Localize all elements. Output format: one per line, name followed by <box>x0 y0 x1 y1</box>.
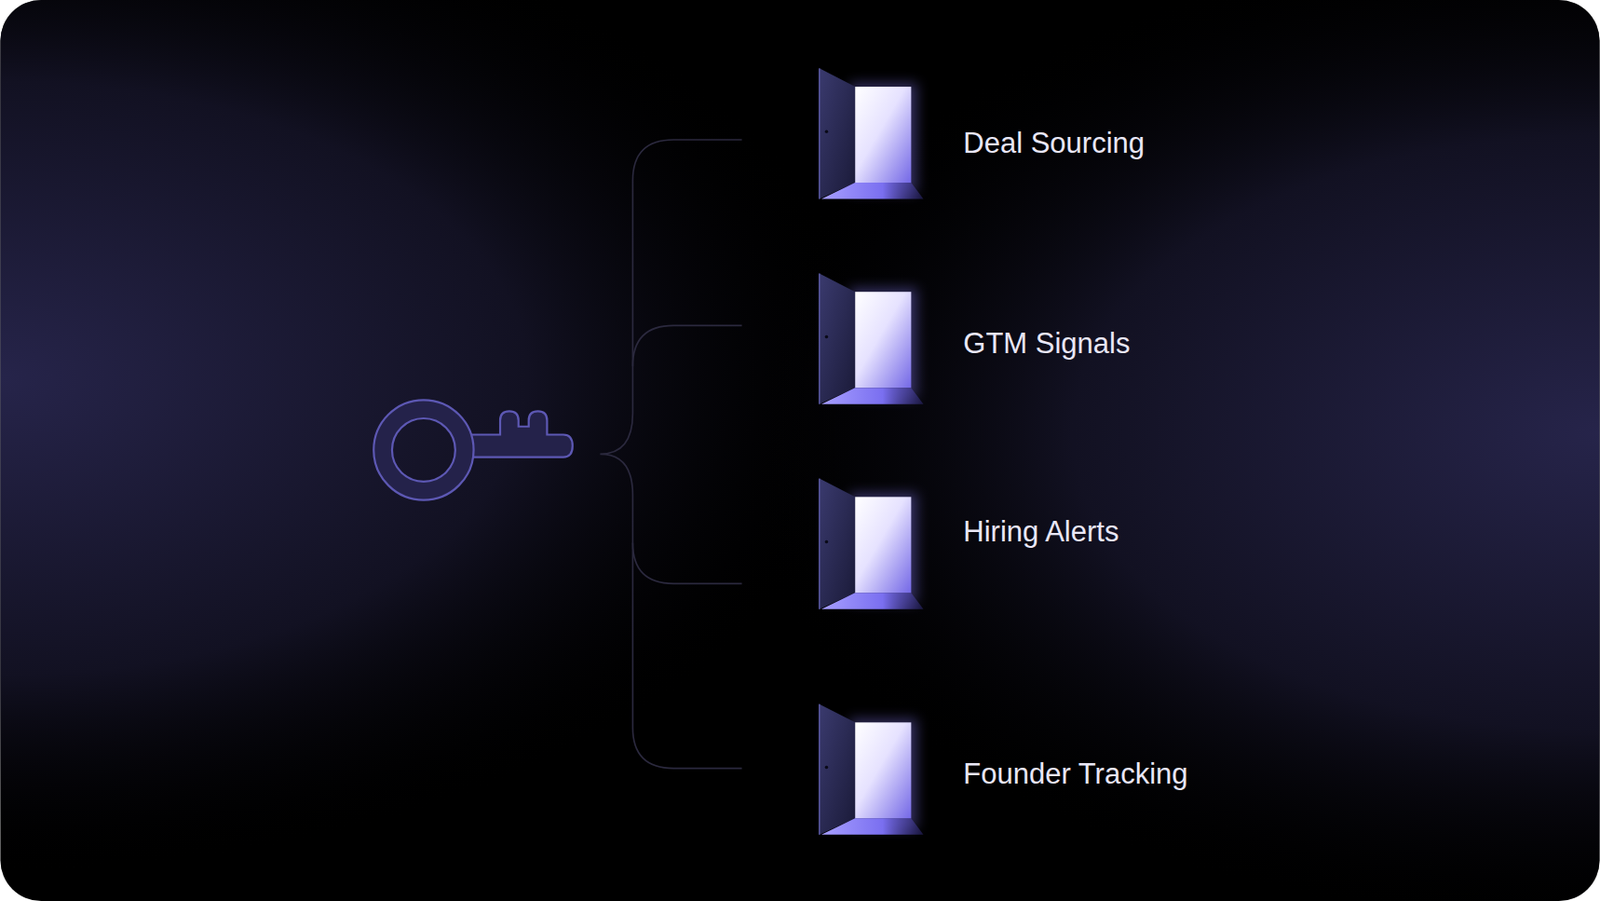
key-icon <box>382 408 573 491</box>
door-label: Deal Sourcing <box>962 126 1145 162</box>
door-label: Founder Tracking <box>962 756 1188 791</box>
bracket <box>599 139 742 769</box>
door-label: GTM Signals <box>962 326 1130 362</box>
door-label: Hiring Alerts <box>962 514 1119 549</box>
door-icons <box>819 67 924 834</box>
